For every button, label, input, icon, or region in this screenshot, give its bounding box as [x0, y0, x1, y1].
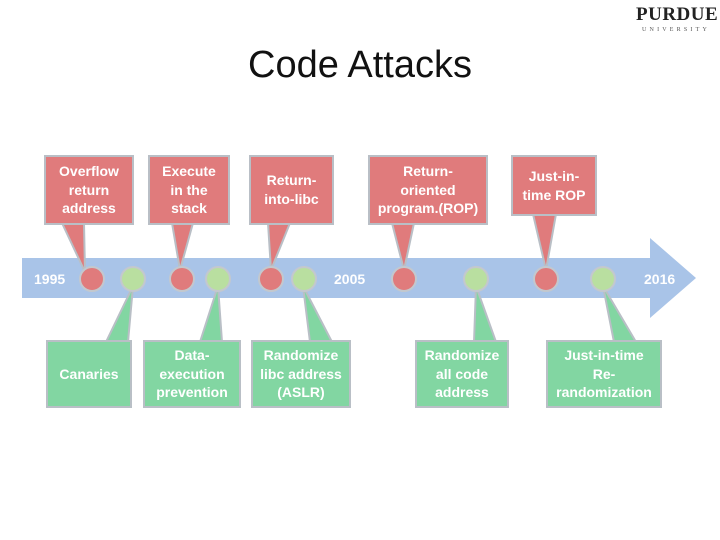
defense-dot-3: [291, 266, 317, 292]
slide-title: Code Attacks: [248, 44, 472, 86]
defense-box-randomize-all-code: Randomize all code address: [415, 340, 509, 408]
attack-dot-1: [79, 266, 105, 292]
attack-box-overflow-return-address: Overflow return address: [44, 155, 134, 225]
purdue-logo: PURDUE UNIVERSITY: [636, 4, 719, 36]
attack-box-execute-in-stack: Execute in the stack: [148, 155, 230, 225]
logo-wordmark: PURDUE: [636, 4, 719, 25]
timeline-arrow: [22, 238, 696, 318]
defense-dot-5: [590, 266, 616, 292]
logo-subtitle: UNIVERSITY: [642, 27, 710, 33]
defense-dot-1: [120, 266, 146, 292]
defense-dot-4: [463, 266, 489, 292]
defense-box-jit-rerandomization: Just-in-time Re- randomization: [546, 340, 662, 408]
defense-box-data-execution-prevention: Data- execution prevention: [143, 340, 241, 408]
attack-box-rop: Return- oriented program.(ROP): [368, 155, 488, 225]
defense-box-randomize-libc: Randomize libc address (ASLR): [251, 340, 351, 408]
attack-box-return-into-libc: Return- into-libc: [249, 155, 334, 225]
year-label-start: 1995: [34, 271, 66, 287]
attack-box-jit-rop: Just-in- time ROP: [511, 155, 597, 216]
attack-dot-3: [258, 266, 284, 292]
attack-dot-5: [533, 266, 559, 292]
attack-dot-4: [391, 266, 417, 292]
defense-box-canaries: Canaries: [46, 340, 132, 408]
year-label-end: 2016: [644, 271, 676, 287]
year-label-mid: 2005: [334, 271, 366, 287]
defense-dot-2: [205, 266, 231, 292]
attack-dot-2: [169, 266, 195, 292]
